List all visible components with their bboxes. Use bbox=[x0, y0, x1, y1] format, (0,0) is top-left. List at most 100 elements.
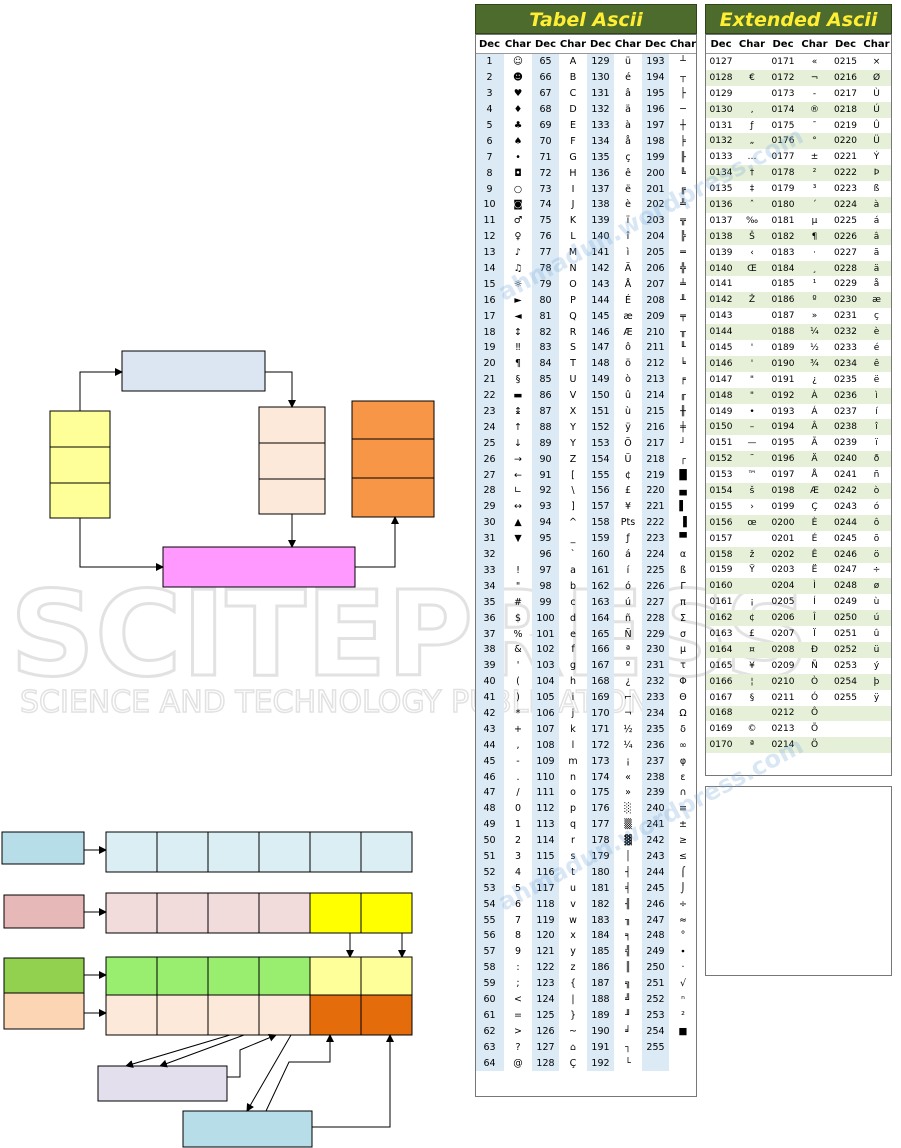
ascii-char-cell: ∟ bbox=[514, 485, 522, 497]
extended-char-cell bbox=[737, 578, 767, 595]
ascii-dec-cell: 38 bbox=[475, 641, 504, 658]
ascii-dec-cell: 96 bbox=[532, 546, 559, 563]
ascii-char-cell: ' bbox=[516, 660, 520, 672]
ascii-dec-cell: 191 bbox=[587, 1039, 614, 1056]
register-output-box bbox=[182, 1110, 313, 1148]
ascii-char-cell: ¥ bbox=[624, 501, 632, 513]
ascii-dec-cell: 232 bbox=[642, 673, 669, 690]
ascii-char-cell: Ω bbox=[679, 707, 687, 719]
extended-char-cell: ß bbox=[873, 184, 880, 195]
ascii-dec-cell: 152 bbox=[587, 419, 614, 436]
ascii-column-header: Dec bbox=[475, 36, 504, 54]
extended-char-cell: ‹ bbox=[750, 247, 754, 258]
register-output-box bbox=[97, 1065, 228, 1102]
extended-char-cell: ÿ bbox=[873, 692, 880, 703]
extended-dec-cell: 0245 bbox=[834, 533, 857, 544]
extended-dec-cell: 0158 bbox=[705, 546, 737, 563]
ascii-char-cell: - bbox=[516, 755, 520, 767]
extended-char-cell bbox=[737, 86, 767, 102]
extended-char-cell: ± bbox=[810, 152, 819, 163]
ascii-dec-cell: 11 bbox=[475, 212, 504, 229]
ascii-char-cell: ; bbox=[516, 978, 520, 990]
ascii-char-cell: í bbox=[626, 564, 630, 576]
ascii-dec-cell: 130 bbox=[587, 69, 614, 86]
ascii-dec-cell: 182 bbox=[587, 896, 614, 913]
extended-char-cell: Ú bbox=[861, 101, 892, 118]
ascii-char-cell: 8 bbox=[514, 930, 522, 942]
extended-dec-cell bbox=[830, 737, 861, 754]
extended-dec-cell: 0180 bbox=[767, 197, 799, 213]
ascii-dec-cell: 18 bbox=[475, 324, 504, 341]
ascii-dec-cell: 150 bbox=[587, 387, 614, 404]
ascii-dec-cell: 5 bbox=[475, 117, 504, 134]
table-row: 28∟92\156£220▄ bbox=[475, 483, 697, 499]
ascii-dec-cell: 225 bbox=[642, 562, 669, 579]
ascii-char-cell: d bbox=[569, 612, 577, 624]
ascii-char-cell: τ bbox=[680, 660, 686, 672]
ascii-char-cell: r bbox=[571, 835, 575, 847]
extended-dec-cell: 0184 bbox=[767, 260, 799, 277]
ascii-dec-cell: 210 bbox=[642, 324, 669, 341]
ascii-char-cell: ┼ bbox=[680, 120, 686, 131]
extended-char-cell bbox=[737, 705, 767, 722]
extended-dec-cell: 0201 bbox=[771, 533, 795, 544]
ascii-dec-cell: 9 bbox=[475, 181, 504, 198]
flow-arrow bbox=[79, 368, 123, 411]
extended-char-cell: ¿ bbox=[812, 374, 817, 385]
ascii-char-cell: ├ bbox=[680, 88, 686, 100]
ascii-char-cell: h bbox=[569, 676, 577, 688]
ascii-char-cell: ╨ bbox=[680, 294, 686, 306]
extended-char-cell: î bbox=[861, 419, 892, 436]
ascii-char-cell: G bbox=[569, 151, 577, 163]
ascii-char-cell: • bbox=[515, 151, 521, 163]
extended-char-cell: Õ bbox=[810, 724, 819, 735]
extended-char-cell: ê bbox=[861, 355, 892, 372]
flow-arrow bbox=[265, 371, 296, 408]
ascii-dec-cell: 147 bbox=[587, 340, 614, 356]
ascii-dec-cell: 190 bbox=[587, 1023, 614, 1040]
ascii-char-cell: O bbox=[569, 278, 577, 290]
ascii-char-cell: 7 bbox=[514, 914, 522, 926]
ascii-char-cell: ½ bbox=[623, 723, 633, 735]
ascii-dec-cell: 88 bbox=[532, 419, 559, 436]
extended-char-cell: « bbox=[811, 56, 818, 67]
ascii-dec-cell: 20 bbox=[475, 355, 504, 372]
ascii-dec-cell: 186 bbox=[587, 959, 614, 976]
ascii-char-cell: ╩ bbox=[680, 199, 686, 211]
ascii-dec-cell: 167 bbox=[587, 657, 614, 674]
ascii-char-cell: ┴ bbox=[680, 56, 686, 68]
ascii-char-cell: P bbox=[570, 294, 576, 306]
ascii-char-cell: < bbox=[514, 993, 522, 1005]
ascii-char-cell: ⌠ bbox=[680, 866, 686, 878]
ascii-dec-cell: 57 bbox=[475, 943, 504, 960]
ascii-dec-cell: 193 bbox=[642, 53, 669, 70]
ascii-char-cell: | bbox=[571, 993, 575, 1005]
ascii-dec-cell: 100 bbox=[532, 610, 559, 627]
ascii-dec-cell: 180 bbox=[587, 864, 614, 881]
extended-dec-cell: 0206 bbox=[767, 610, 799, 627]
extended-char-cell: Ü bbox=[861, 133, 892, 150]
ascii-dec-cell: 145 bbox=[587, 308, 614, 325]
ascii-column-header: Dec bbox=[587, 36, 614, 54]
extended-char-cell: Ê bbox=[799, 546, 830, 563]
